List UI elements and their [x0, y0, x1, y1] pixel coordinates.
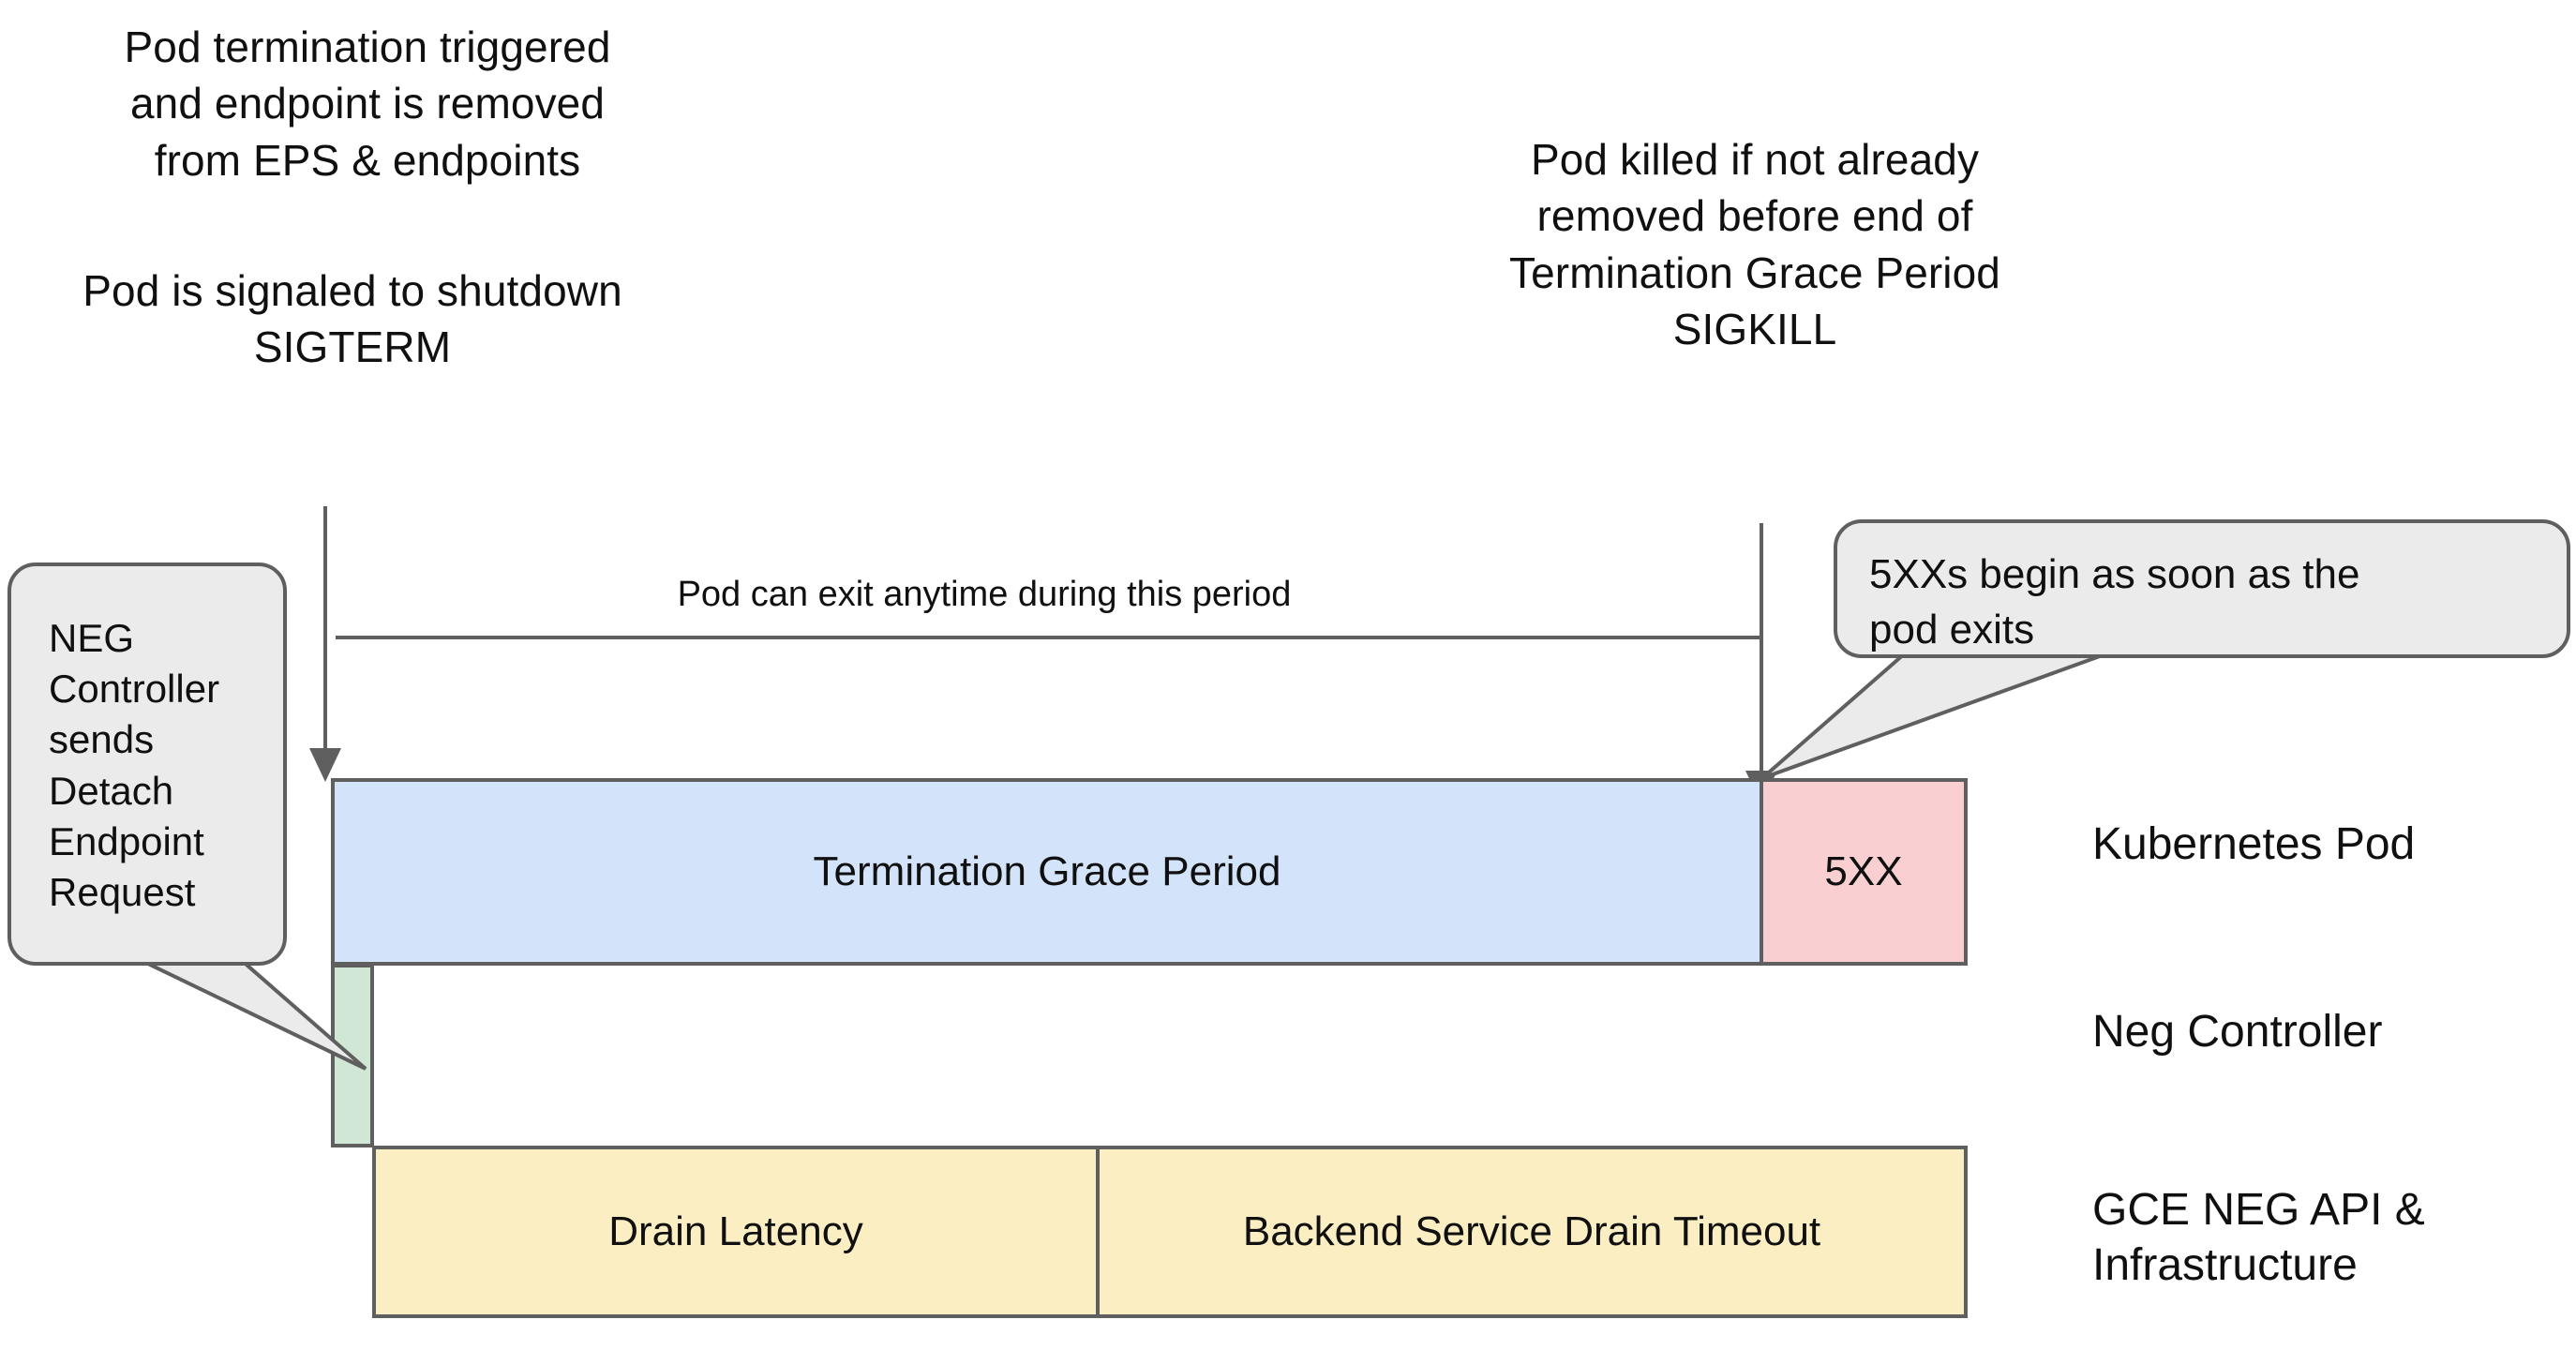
callout-neg-controller-detach: NEG Controller sends Detach Endpoint Req…	[7, 562, 287, 966]
bar-backend-service-drain-timeout: Backend Service Drain Timeout	[1096, 1146, 1968, 1318]
bar-label-drain-latency: Drain Latency	[608, 1208, 863, 1254]
span-rule-pod-can-exit	[336, 636, 1760, 639]
bar-label-backend-service-drain-timeout: Backend Service Drain Timeout	[1242, 1208, 1821, 1254]
bar-drain-latency: Drain Latency	[372, 1146, 1100, 1318]
bar-label-termination-grace-period: Termination Grace Period	[813, 848, 1281, 894]
timeline-arrow-start-shaft	[323, 506, 327, 752]
span-label-pod-can-exit: Pod can exit anytime during this period	[677, 575, 1292, 614]
note-pod-termination-triggered: Pod termination triggered and endpoint i…	[124, 22, 611, 185]
five-xx-callout-tail-icon	[1760, 644, 2121, 780]
note-pod-killed-sigkill: Pod killed if not already removed before…	[1509, 135, 2000, 353]
timeline-arrow-end-shaft	[1760, 523, 1763, 774]
lane-label-kubernetes-pod: Kubernetes Pod	[2092, 819, 2416, 869]
timeline-arrow-start-head	[309, 748, 341, 782]
bar-5xx: 5XX	[1760, 778, 1968, 966]
bar-label-5xx: 5XX	[1824, 848, 1903, 894]
bar-termination-grace-period: Termination Grace Period	[331, 778, 1763, 966]
lane-label-gce-neg-api: GCE NEG API & Infrastructure	[2092, 1185, 2425, 1290]
callout-5xx-begin: 5XXs begin as soon as the pod exits	[1834, 519, 2570, 658]
note-pod-signaled-shutdown: Pod is signaled to shutdown SIGTERM	[82, 266, 622, 372]
lane-label-neg-controller: Neg Controller	[2092, 1007, 2383, 1057]
